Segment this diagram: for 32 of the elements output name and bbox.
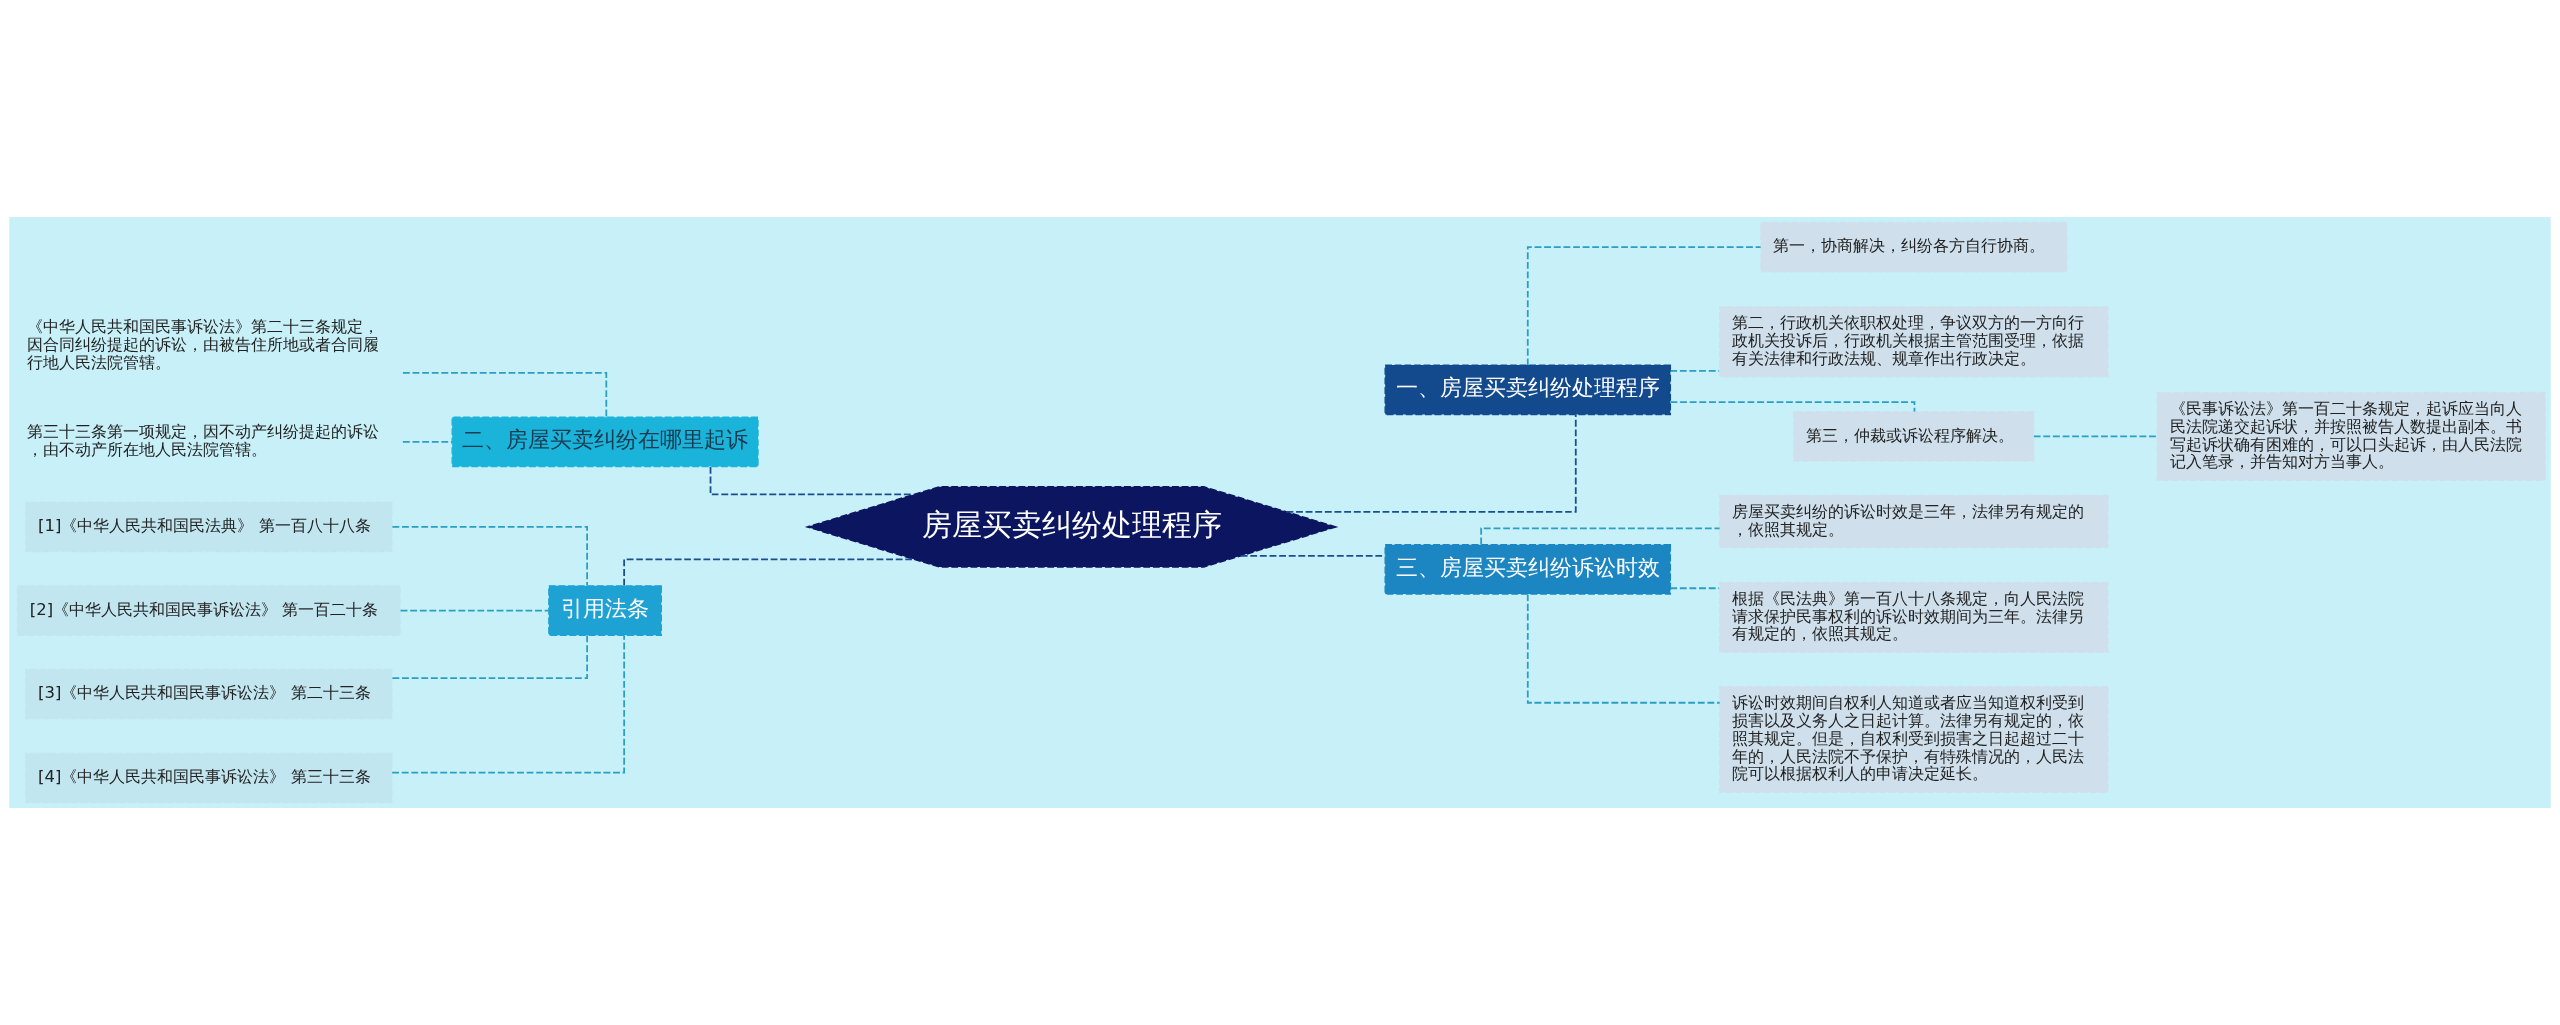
node-box: 房屋买卖纠纷的诉讼时效是三年，法律另有规定的，依照其规定。 (1719, 494, 2109, 549)
connector (1669, 401, 1916, 413)
connector (1526, 246, 1762, 366)
node-text: 第三十三条第一项规定，因不动产纠纷提起的诉讼，由不动产所在地人民法院管辖。 (27, 422, 380, 460)
connector (2033, 435, 2158, 438)
node-box: 第一，协商解决，纠纷各方自行协商。 (1760, 221, 2068, 273)
node-box: 一、房屋买卖纠纷处理程序 (1384, 364, 1672, 416)
node-box: 引用法条 (548, 585, 662, 636)
node-box: 诉讼时效期间自权利人知道或者应当知道权利受到损害以及义务人之日起计算。法律另有规定的，依照其规定。但是，自权利受到损害之日起超过二十年的，人民法院不予保护，有特殊情况的，人民法院可以根据权利人的申请决定延长。 (1719, 685, 2109, 793)
node-text: 《中华人民共和国民事诉讼法》第二十三条规定，因合同纠纷提起的诉讼，由被告住所地或者合同履行地人民法院管辖。 (27, 317, 380, 372)
connector (402, 441, 453, 443)
connector (391, 634, 625, 774)
node-box: 根据《民法典》第一百八十八条规定，向人民法院请求保护民事权利的诉讼时效期间为三年。法律另有规定的，依照其规定。 (1719, 581, 2109, 654)
connector (1285, 413, 1577, 513)
connector (1669, 587, 1720, 590)
node-box: 三、房屋买卖纠纷诉讼时效 (1384, 544, 1672, 595)
node-box: 第三，仲裁或诉讼程序解决。 (1793, 411, 2035, 462)
node-box: 二、房屋买卖纠纷在哪里起诉 (451, 416, 759, 468)
connector (391, 634, 588, 679)
node-box: 第二，行政机关依职权处理，争议双方的一方向行政机关投诉后，行政机关根据主管范围受理，依据有关法律和行政法规、规章作出行政决定。 (1719, 306, 2109, 378)
connector (399, 609, 550, 612)
connector (391, 526, 588, 587)
connector (1526, 593, 1721, 704)
connector (1669, 370, 1720, 372)
node-box: [4]《中华人民共和国民事诉讼法》 第三十三条 (25, 752, 393, 804)
node-box: [1]《中华人民共和国民法典》 第一百八十八条 (25, 501, 393, 553)
connector (1480, 527, 1721, 546)
node-box: 《民事诉讼法》第一百二十条规定，起诉应当向人民法院递交起诉状，并按照被告人数提出副本。书写起诉状确有困难的，可以口头起诉，由人民法院记入笔录，并告知对方当事人。 (2156, 391, 2546, 481)
node-box: [2]《中华人民共和国民事诉讼法》 第一百二十条 (16, 585, 401, 636)
node-box: [3]《中华人民共和国民事诉讼法》 第二十三条 (25, 668, 393, 720)
connector (623, 558, 915, 587)
connector (402, 372, 608, 418)
